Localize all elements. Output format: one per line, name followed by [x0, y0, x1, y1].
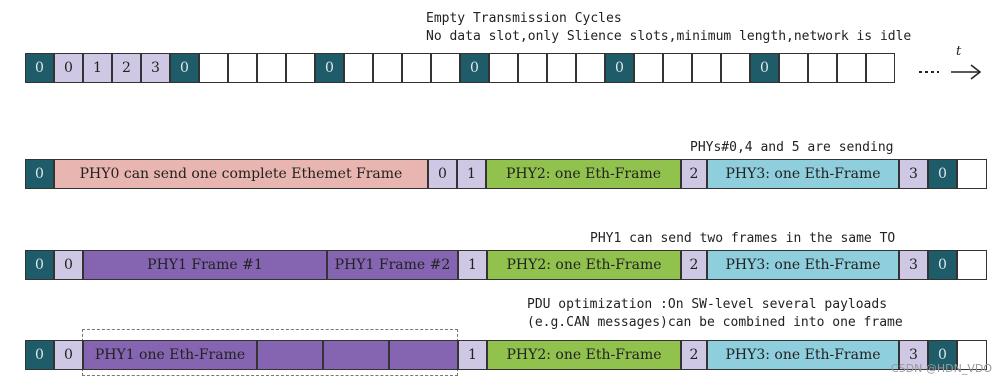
phy3-frame: PHY3: one Eth-Frame: [707, 159, 899, 189]
phy1-frame: PHY1 one Eth-Frame: [83, 340, 257, 370]
row2-caption: PHYs#0,4 and 5 are sending: [690, 140, 894, 155]
row1-slot: [547, 53, 576, 83]
row1-slot: [257, 53, 286, 83]
row1-slot: 0: [54, 53, 83, 83]
row2-slot: 1: [457, 159, 486, 189]
row1-slot: [692, 53, 721, 83]
phy2-frame: PHY2: one Eth-Frame: [487, 340, 681, 370]
phy1-payload-segment: [257, 340, 323, 370]
phy1-frame-1: PHY1 Frame #1: [83, 250, 327, 280]
phy1-payload-segment: [323, 340, 389, 370]
row2-slot: 0: [928, 159, 957, 189]
row1-slot: 0: [605, 53, 634, 83]
row1-slot: [373, 53, 402, 83]
row4-cycle: 0 0 PHY1 one Eth-Frame 1 PHY2: one Eth-F…: [25, 340, 987, 370]
row3-slot: 0: [25, 250, 54, 280]
row1-slot: [518, 53, 547, 83]
row1-slot: [199, 53, 228, 83]
phy2-frame: PHY2: one Eth-Frame: [486, 159, 681, 189]
row4-slot: 1: [458, 340, 487, 370]
row4-slot: 0: [25, 340, 54, 370]
time-label: t: [956, 44, 962, 59]
row1-slot: [228, 53, 257, 83]
row3-slot: 1: [458, 250, 487, 280]
row1-slot: [489, 53, 518, 83]
phy1-payload-segment: [389, 340, 458, 370]
row1-slot: [721, 53, 750, 83]
row1-slot: [344, 53, 373, 83]
row1-slot: 2: [112, 53, 141, 83]
row1-slot: [779, 53, 808, 83]
phy0-frame: PHY0 can send one complete Ethemet Frame: [54, 159, 428, 189]
time-arrow-icon: [919, 64, 982, 80]
row1-empty-cycle: 0 0 1 2 3 0 0 0 0 0: [25, 53, 905, 83]
row1-slot: 0: [25, 53, 54, 83]
row1-slot: 0: [315, 53, 344, 83]
row4-slot: 3: [899, 340, 928, 370]
row1-slot: [663, 53, 692, 83]
row1-slot: 1: [83, 53, 112, 83]
row3-slot: 3: [899, 250, 928, 280]
row3-slot: 2: [681, 250, 707, 280]
row2-slot: 3: [899, 159, 928, 189]
row4-caption-line1: PDU optimization :On SW-level several pa…: [527, 297, 888, 312]
row3-cycle: 0 0 PHY1 Frame #1 PHY1 Frame #2 1 PHY2: …: [25, 250, 987, 280]
row1-slot: [866, 53, 895, 83]
row1-slot: [402, 53, 431, 83]
phy1-frame-2: PHY1 Frame #2: [327, 250, 458, 280]
row2-slot: [957, 159, 987, 189]
row3-slot: [957, 250, 987, 280]
row1-slot: 0: [750, 53, 779, 83]
row3-caption: PHY1 can send two frames in the same TO: [590, 231, 896, 246]
row1-slot: [837, 53, 866, 83]
row1-caption-title: Empty Transmission Cycles: [426, 11, 622, 26]
row1-slot: [431, 53, 460, 83]
row1-slot: [634, 53, 663, 83]
row4-slot: [957, 340, 987, 370]
row4-slot: 0: [928, 340, 957, 370]
row2-slot: 0: [25, 159, 54, 189]
row1-slot: 3: [141, 53, 170, 83]
row4-caption-line2: (e.g.CAN messages)can be combined into o…: [527, 315, 903, 330]
row1-slot: 0: [170, 53, 199, 83]
row4-slot: 2: [681, 340, 707, 370]
row2-cycle: 0 PHY0 can send one complete Ethemet Fra…: [25, 159, 987, 189]
row3-slot: 0: [54, 250, 83, 280]
row1-slot: 0: [460, 53, 489, 83]
phy2-frame: PHY2: one Eth-Frame: [487, 250, 681, 280]
watermark: CSDN @HDN_VDO: [891, 362, 992, 375]
row1-slot: [576, 53, 605, 83]
row1-slot: [808, 53, 837, 83]
row1-caption-subtitle: No data slot,only Slience slots,minimum …: [426, 29, 912, 44]
phy3-frame: PHY3: one Eth-Frame: [707, 340, 899, 370]
row1-slot: [286, 53, 315, 83]
phy3-frame: PHY3: one Eth-Frame: [707, 250, 899, 280]
row2-slot: 0: [428, 159, 457, 189]
row3-slot: 0: [928, 250, 957, 280]
row2-slot: 2: [681, 159, 707, 189]
row4-slot: 0: [54, 340, 83, 370]
